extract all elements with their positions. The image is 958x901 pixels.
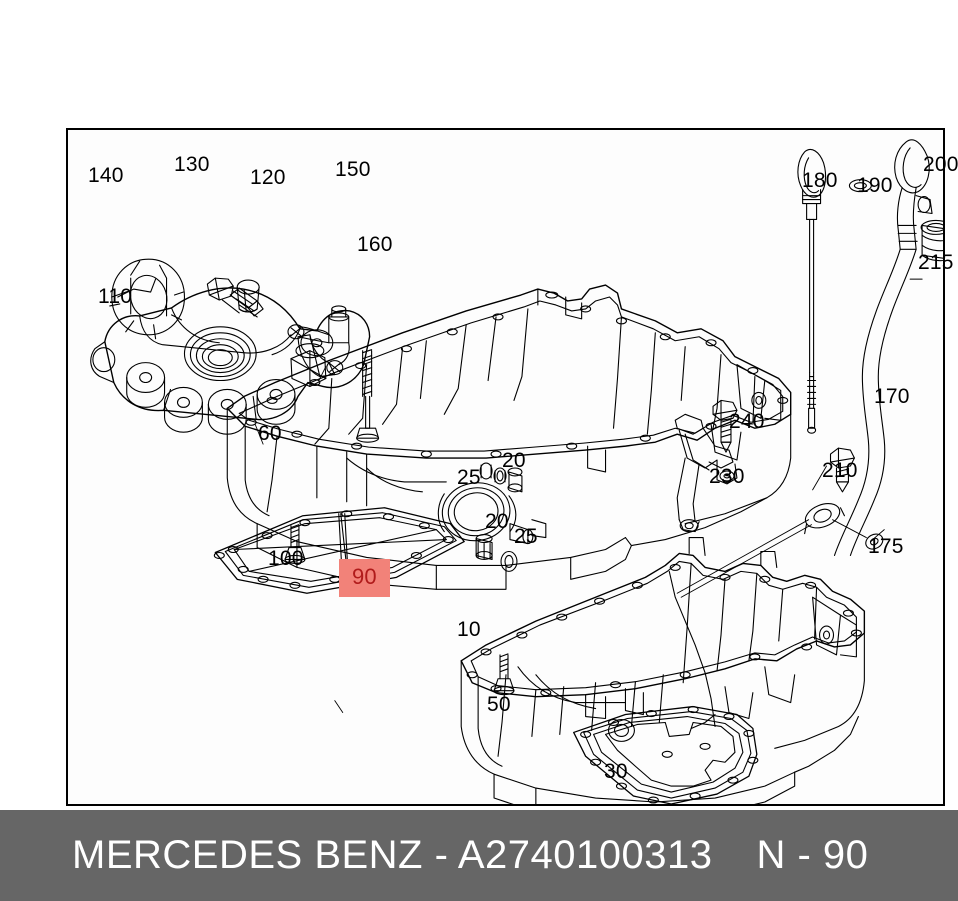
callout-230: 230 <box>709 465 745 488</box>
part-175-seal <box>676 503 884 598</box>
callout-100: 100 <box>268 547 304 570</box>
part-170-guide-tube <box>833 139 933 557</box>
part-50-bolt <box>493 653 515 696</box>
callout-20-upper: 20 <box>502 449 526 472</box>
part-20-25-upper <box>479 462 523 493</box>
part-215-connector <box>920 219 943 262</box>
callout-140: 140 <box>88 164 124 187</box>
callout-120: 120 <box>250 166 286 189</box>
callout-20-lower: 20 <box>485 510 509 533</box>
callout-180: 180 <box>802 169 838 192</box>
callout-210: 210 <box>822 459 858 482</box>
part-150-spray-nozzle <box>287 305 350 378</box>
footer-bar: MERCEDES BENZ - A2740100313 N - 90 <box>0 810 958 901</box>
diagram-frame: 140 130 120 110 150 160 60 25 20 100 90 … <box>66 128 958 806</box>
part-180-dipstick <box>797 148 827 434</box>
footer-part-label: MERCEDES BENZ - A2740100313 <box>72 832 713 877</box>
callout-110: 110 <box>98 285 133 308</box>
part-210-bolt <box>812 447 855 493</box>
callout-175: 175 <box>868 535 904 558</box>
part-20-25-lower <box>475 534 518 572</box>
callout-25-upper: 25 <box>457 466 481 489</box>
part-230-bracket <box>674 413 738 533</box>
callout-200: 200 <box>923 153 958 176</box>
part-100-bolt <box>284 524 306 564</box>
callout-190: 190 <box>857 174 893 197</box>
callout-90-highlighted: 90 <box>339 559 390 597</box>
part-160-bolt <box>356 349 380 443</box>
callout-160: 160 <box>357 233 393 256</box>
footer-content: MERCEDES BENZ - A2740100313 N - 90 <box>0 824 958 886</box>
callout-25-lower: 25 <box>514 525 538 548</box>
callout-50: 50 <box>487 693 511 716</box>
callout-30: 30 <box>604 760 628 783</box>
callout-215: 215 <box>918 251 954 274</box>
callout-240: 240 <box>729 410 765 433</box>
callout-150: 150 <box>335 158 371 181</box>
part-30-lower-gasket <box>573 705 759 804</box>
part-240-bolt <box>712 399 738 453</box>
callout-130: 130 <box>174 153 210 176</box>
part-130-bolt <box>206 277 264 318</box>
callout-10: 10 <box>457 618 481 641</box>
callout-170: 170 <box>874 385 910 408</box>
part-10-lower-oil-pan <box>460 537 866 804</box>
callout-60: 60 <box>258 422 282 445</box>
part-110-oil-pump-bracket <box>90 287 371 435</box>
footer-group-code: N - 90 <box>756 832 869 877</box>
part-190-o-ring <box>848 179 872 193</box>
part-120-bushing <box>236 279 260 313</box>
leader-lines <box>254 366 885 713</box>
part-140-drive-cap <box>109 258 186 340</box>
